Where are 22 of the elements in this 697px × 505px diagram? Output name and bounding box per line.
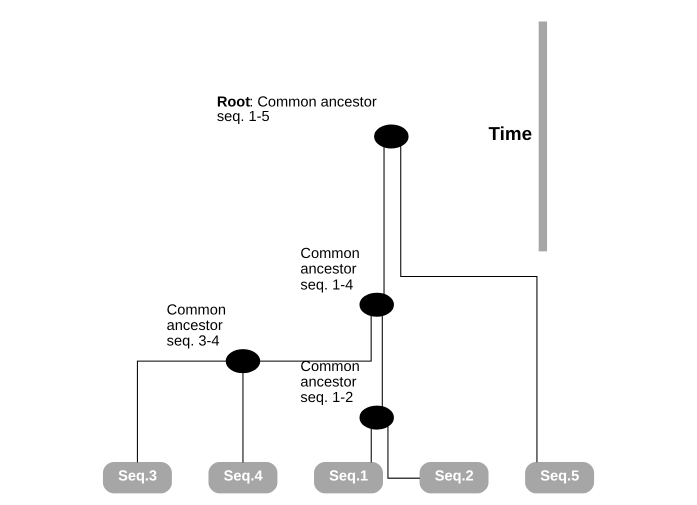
node-box: Seq.5 (525, 462, 594, 493)
node-ellipse (359, 292, 394, 316)
node-ellipse (359, 405, 394, 430)
node-ellipse (374, 124, 409, 148)
node-box: Seq.4 (208, 462, 278, 493)
node-ellipse (226, 348, 260, 373)
node-box: Seq.3 (102, 462, 172, 493)
node-label: Common ancestor seq. 3-4 (166, 302, 226, 350)
connector (400, 146, 538, 462)
node-label: Common ancestor seq. 1-2 (300, 358, 360, 406)
connector (384, 146, 385, 294)
connector (387, 426, 420, 478)
connector (136, 360, 226, 462)
node-box: Seq.1 (314, 462, 383, 493)
label: Time (488, 122, 532, 144)
connector (260, 315, 372, 362)
connector (242, 372, 244, 462)
node-box: Seq.2 (420, 462, 489, 493)
node-label: Root: Common ancestor seq. 1-5 (216, 94, 377, 125)
node-label: Common ancestor seq. 1-4 (300, 245, 360, 293)
connector (382, 315, 383, 406)
connector (370, 428, 372, 462)
